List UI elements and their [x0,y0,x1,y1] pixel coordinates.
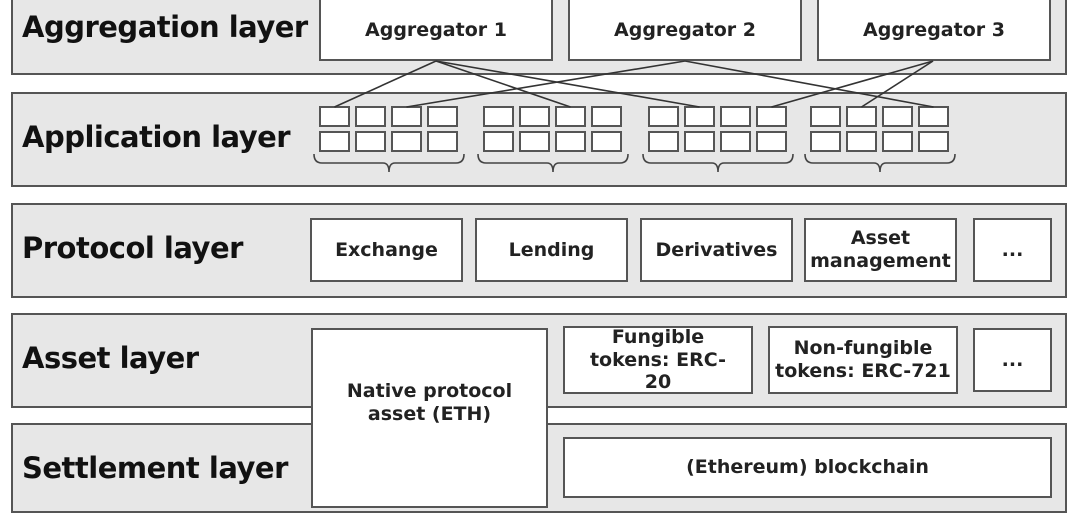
application-box [882,106,913,127]
application-box [810,131,841,152]
non-fungible-tokens-box: Non-fungible tokens: ERC-721 [768,326,958,394]
application-box [555,106,586,127]
application-box [810,106,841,127]
application-box [319,106,350,127]
asset-layer-label: Asset layer [22,341,199,375]
asset-more-box: ... [973,328,1052,392]
application-box [355,131,386,152]
aggregator-2-box: Aggregator 2 [568,0,802,61]
application-box [684,106,715,127]
native-asset-box: Native protocol asset (ETH) [311,328,548,508]
application-box [427,131,458,152]
application-layer-label: Application layer [22,120,291,154]
application-box [648,131,679,152]
application-box [519,131,550,152]
application-box [591,106,622,127]
application-box [391,131,422,152]
application-box [756,131,787,152]
application-box [483,131,514,152]
aggregation-layer-label: Aggregation layer [22,10,308,44]
protocol-lending-box: Lending [475,218,628,282]
application-box [918,106,949,127]
application-box [720,106,751,127]
blockchain-box: (Ethereum) blockchain [563,437,1052,498]
application-box [648,106,679,127]
aggregator-3-box: Aggregator 3 [817,0,1051,61]
application-box [355,106,386,127]
settlement-layer-label: Settlement layer [22,451,288,485]
protocol-layer-label: Protocol layer [22,231,243,265]
application-box [756,106,787,127]
aggregator-1-box: Aggregator 1 [319,0,553,61]
application-box [427,106,458,127]
fungible-tokens-box: Fungible tokens: ERC-20 [563,326,753,394]
application-box [591,131,622,152]
application-box [684,131,715,152]
protocol-asset-management-box: Asset management [804,218,957,282]
application-box [882,131,913,152]
application-box [846,106,877,127]
application-box [846,131,877,152]
protocol-derivatives-box: Derivatives [640,218,793,282]
application-box [918,131,949,152]
application-box [319,131,350,152]
protocol-exchange-box: Exchange [310,218,463,282]
protocol-more-box: ... [973,218,1052,282]
application-box [391,106,422,127]
application-box [720,131,751,152]
application-box [483,106,514,127]
application-box [519,106,550,127]
application-box [555,131,586,152]
